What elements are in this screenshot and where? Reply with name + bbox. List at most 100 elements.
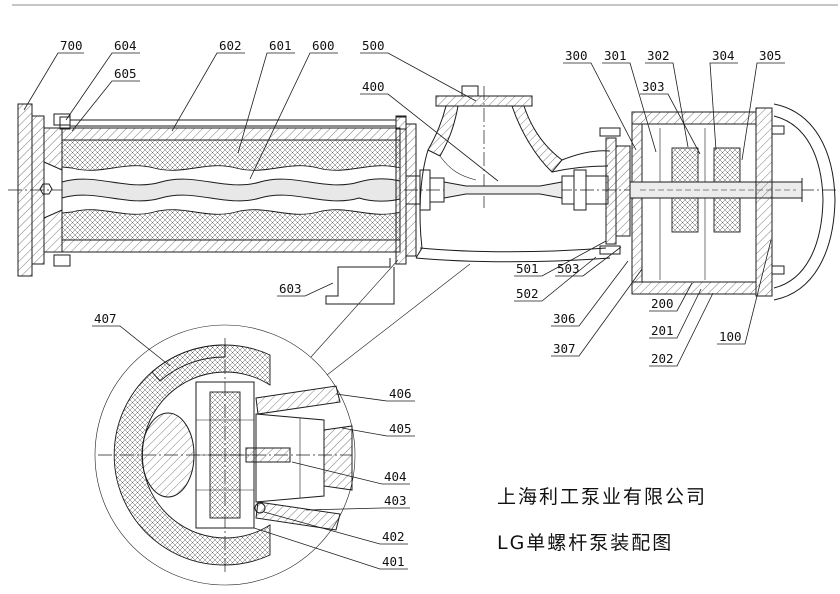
callout-407: 407 [92,311,171,367]
callout-700-label: 700 [60,38,83,53]
callout-404: 404 [291,461,410,485]
callout-600: 600 [249,38,338,180]
callout-200-label: 200 [651,296,674,311]
inlet-wall-left [427,105,459,157]
bearing-rear-bottom [713,197,741,233]
callout-300: 300 [563,48,637,151]
inlet-flange-assembly [17,103,71,277]
flange-bolt-top [53,113,71,126]
callout-601-label: 601 [269,38,292,53]
callout-600-label: 600 [312,38,335,53]
callout-403-label: 403 [384,493,407,508]
callout-402-label: 402 [382,529,405,544]
joint-shell [113,344,271,566]
callout-601: 601 [237,38,295,154]
callout-502-label: 502 [516,286,539,301]
callout-307-label: 307 [553,341,576,356]
title-block: 上海利工泵业有限公司 LG单螺杆泵装配图 [497,486,707,554]
callout-202: 202 [649,292,714,367]
callout-603-label: 603 [279,281,302,296]
callout-201-label: 201 [651,323,674,338]
callout-500: 500 [360,38,477,102]
detail-circle [94,324,356,586]
callout-200: 200 [649,282,693,312]
stator-assembly [59,116,407,253]
callout-501: 501 [514,240,607,277]
callout-603: 603 [277,281,334,297]
drawing-title: LG单螺杆泵装配图 [497,532,673,554]
callouts: 700 604 605 602 601 600 500 400 300 301 … [23,38,785,570]
rear-cover [755,107,785,297]
callout-602-label: 602 [219,38,242,53]
callout-407-label: 407 [94,311,117,326]
callout-502: 502 [514,256,597,302]
casing-flange-inner [405,123,417,257]
callout-304: 304 [709,48,738,151]
callout-301-label: 301 [604,48,627,63]
callout-604: 604 [65,38,140,121]
callout-301: 301 [602,48,657,153]
callout-405: 405 [341,421,415,437]
rear-cover-bolt-top [771,125,785,135]
bearing-front-top [671,147,699,183]
callout-605: 605 [71,66,140,132]
pump-casing [395,85,611,265]
callout-403: 403 [305,493,410,511]
joint-socket [141,412,195,498]
bell-housing [773,103,836,301]
callout-405-label: 405 [389,421,412,436]
stator-tube-bottom-wall [61,239,401,253]
callout-406-label: 406 [389,386,412,401]
callout-202-label: 202 [651,351,674,366]
callout-302: 302 [645,48,689,148]
tie-rod [69,119,397,127]
sleeve-body [255,413,325,503]
sleeve-upper-flange [255,385,341,415]
callout-100-label: 100 [719,329,742,344]
projection-lines [310,259,471,376]
callout-500-label: 500 [362,38,385,53]
casing-flange-outer [395,115,407,265]
callout-401-label: 401 [382,554,405,569]
callout-304-label: 304 [712,48,735,63]
stator-tube-top-wall [61,127,401,141]
drain-plug-hex [39,183,53,195]
callout-300-label: 300 [565,48,588,63]
support-foot [325,258,395,305]
callout-306: 306 [551,260,629,327]
flange-bolt-bottom [53,254,71,267]
company-name: 上海利工泵业有限公司 [497,486,707,508]
callout-305-label: 305 [759,48,782,63]
callout-406: 406 [335,386,415,402]
bearing-housing [631,111,757,295]
callout-303: 303 [640,79,701,155]
shell-top-cap [151,344,226,382]
callout-303-label: 303 [642,79,665,94]
detail-view [94,324,356,586]
callout-605-label: 605 [114,66,137,81]
rear-cover-bolt-bottom [771,265,785,275]
callout-400-label: 400 [362,79,385,94]
stator-rubber-top [61,139,401,171]
callout-402: 402 [263,511,408,545]
joint-bushing [254,502,266,514]
bearing-rear-top [713,147,741,183]
callout-503-label: 503 [557,261,580,276]
callout-302-label: 302 [647,48,670,63]
callout-700: 700 [23,38,84,111]
tie-rod-nut-left [59,116,71,130]
inlet-wall-right [511,105,563,173]
callout-404-label: 404 [384,469,407,484]
sleeve-extension [323,425,353,491]
callout-100: 100 [717,239,772,345]
suction-flange [435,95,533,107]
callout-503: 503 [555,246,622,277]
coupling-rod [405,169,609,211]
callout-401: 401 [253,527,408,570]
callout-305: 305 [741,48,785,161]
suction-flange-bolt [461,85,479,97]
gland-assembly [599,127,631,255]
callout-306-label: 306 [553,311,576,326]
